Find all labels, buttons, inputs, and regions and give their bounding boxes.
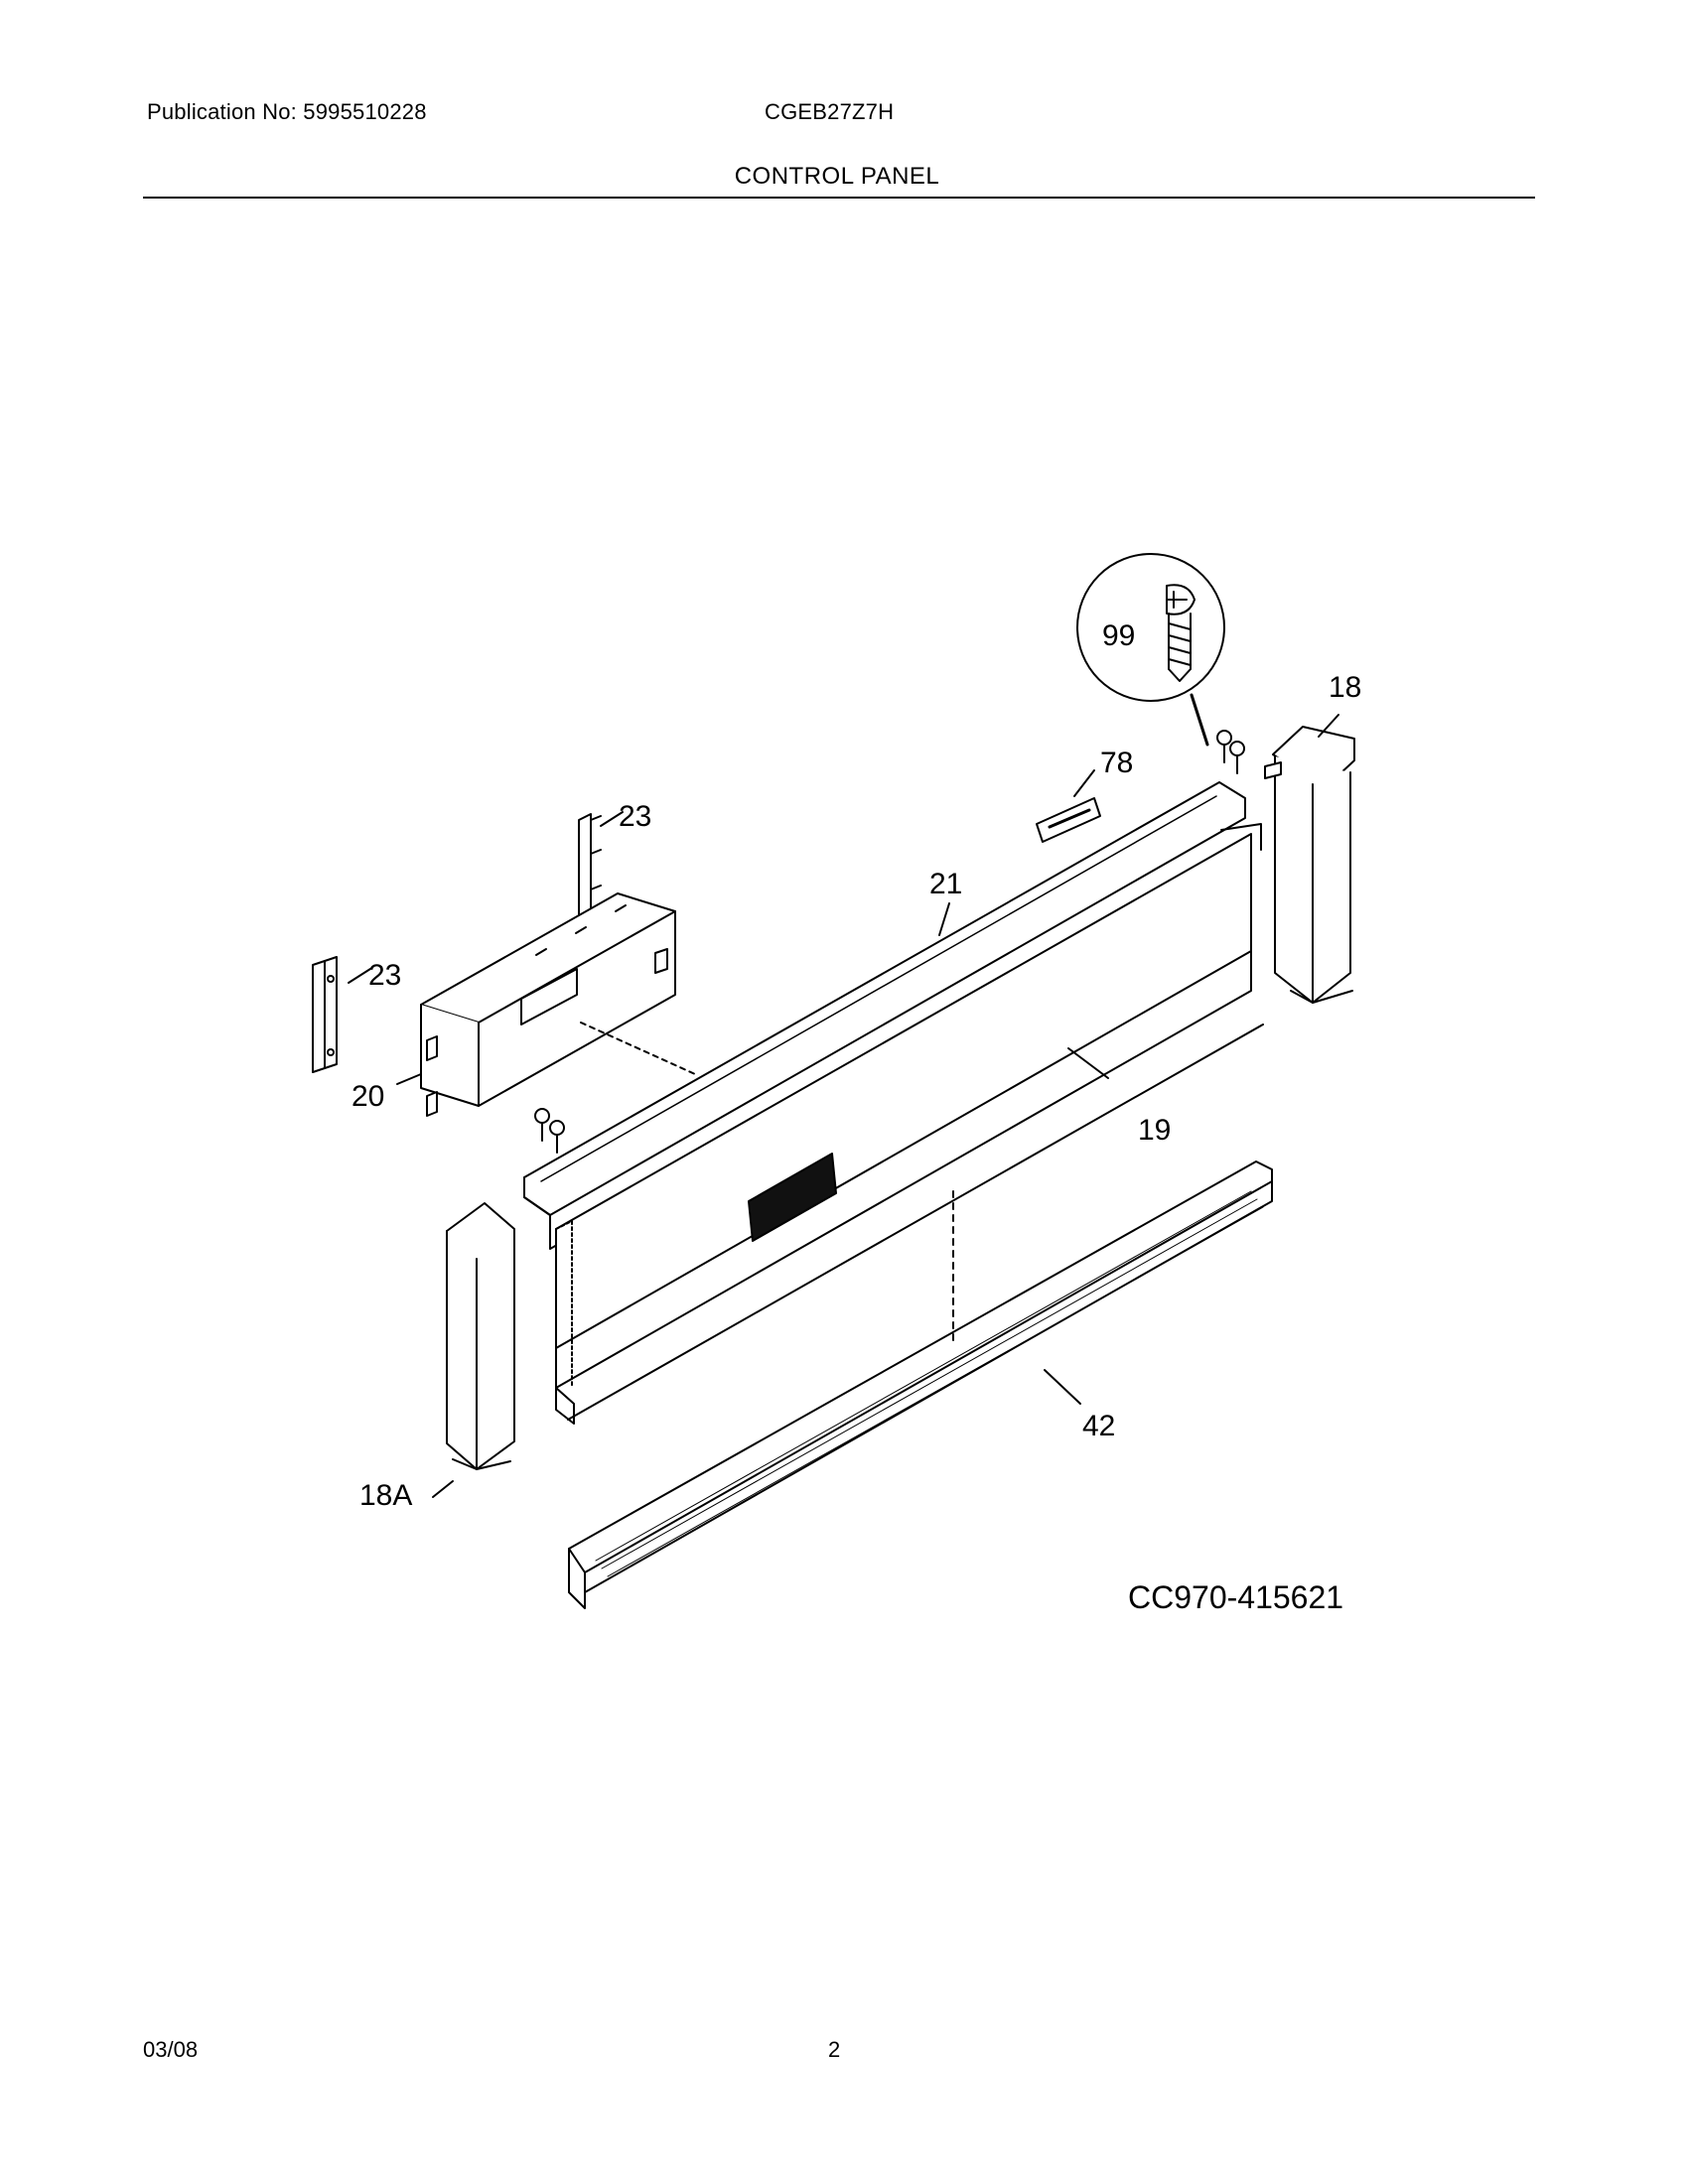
screw-detail-circle xyxy=(1076,553,1225,747)
screws-right xyxy=(1216,730,1245,774)
publication-number: Publication No: 5995510228 xyxy=(147,99,427,124)
control-panel-overlay xyxy=(555,833,1264,1425)
footer-date: 03/08 xyxy=(143,2037,199,2062)
header-rule xyxy=(143,197,1535,199)
callout-78: 78 xyxy=(1100,747,1133,779)
page-number: 2 xyxy=(828,2037,841,2062)
leader-lines xyxy=(348,714,1339,1498)
end-cap-left xyxy=(446,1202,515,1470)
end-cap-right xyxy=(1264,726,1355,1004)
callout-21: 21 xyxy=(929,868,962,900)
callout-19: 19 xyxy=(1138,1114,1171,1147)
callout-18: 18 xyxy=(1329,671,1361,704)
callout-23-top: 23 xyxy=(619,800,651,833)
callout-23-left: 23 xyxy=(368,959,401,992)
screws-left xyxy=(534,1108,565,1154)
bracket-left xyxy=(312,956,338,1073)
model-number: CGEB27Z7H xyxy=(765,99,895,124)
callout-20: 20 xyxy=(352,1080,384,1113)
section-title: CONTROL PANEL xyxy=(734,163,940,190)
callout-99: 99 xyxy=(1102,619,1135,652)
vent-trim xyxy=(568,1160,1273,1609)
diagram-code: CC970-415621 xyxy=(1128,1579,1343,1615)
callout-42: 42 xyxy=(1082,1410,1115,1442)
callout-18A: 18A xyxy=(359,1479,412,1512)
control-board xyxy=(420,892,696,1117)
console-panel xyxy=(523,781,1262,1250)
